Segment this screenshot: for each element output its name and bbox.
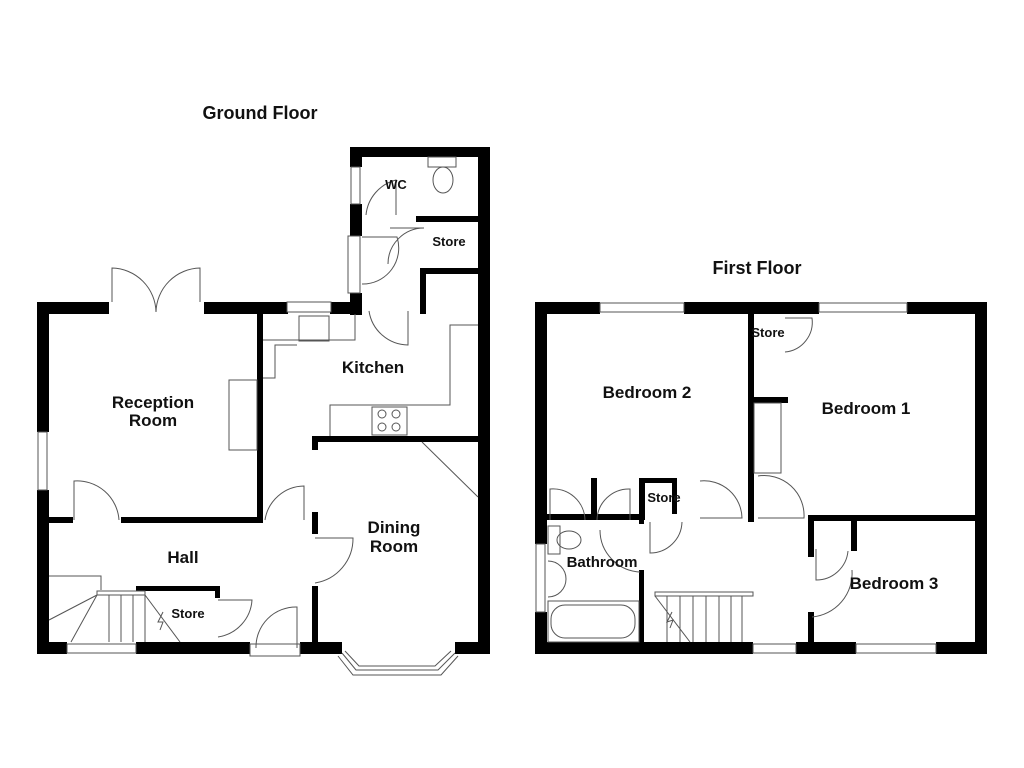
room-label-hall: Hall [167, 548, 198, 567]
room-label-kitchen: Kitchen [342, 358, 404, 377]
ground-floor-doors [48, 156, 479, 649]
bedroom1-window [818, 302, 908, 313]
room-label-bedroom-1: Bedroom 1 [822, 399, 911, 418]
room-label-wc: WC [385, 177, 407, 192]
room-label-store-landing: Store [647, 490, 680, 505]
first-floor-walls [535, 302, 987, 654]
bathroom-window [535, 543, 546, 613]
bay-window [341, 652, 456, 671]
hall-window [66, 643, 137, 654]
ground-floor-walls [37, 147, 490, 654]
bedroom2-window [599, 302, 685, 313]
wc-window [350, 166, 361, 205]
ground-floor-windows [37, 166, 459, 676]
room-label-dining-line1: Dining [368, 518, 421, 537]
kitchen-window [286, 301, 332, 313]
ground-floor-title: Ground Floor [203, 103, 318, 123]
room-label-bedroom-3: Bedroom 3 [850, 574, 939, 593]
room-label-store-ground-upper: Store [432, 234, 465, 249]
first-floor-plan: First Floor [535, 258, 987, 654]
first-floor-title: First Floor [713, 258, 802, 278]
first-floor-windows [535, 302, 937, 654]
ground-floor-plan: Ground Floor [37, 103, 490, 676]
first-floor-doors [547, 317, 853, 643]
room-label-store-bedroom1: Store [751, 325, 784, 340]
room-label-bedroom-2: Bedroom 2 [603, 383, 692, 402]
front-door-frame [249, 643, 301, 657]
room-label-store-understairs: Store [171, 606, 204, 621]
room-label-reception-line1: Reception [112, 393, 194, 412]
landing-window [752, 643, 797, 654]
room-label-reception-line2: Room [129, 411, 177, 430]
bedroom3-window [855, 643, 937, 654]
reception-side-window [37, 431, 48, 491]
room-label-dining-line2: Room [370, 537, 418, 556]
room-label-bathroom: Bathroom [567, 554, 638, 571]
